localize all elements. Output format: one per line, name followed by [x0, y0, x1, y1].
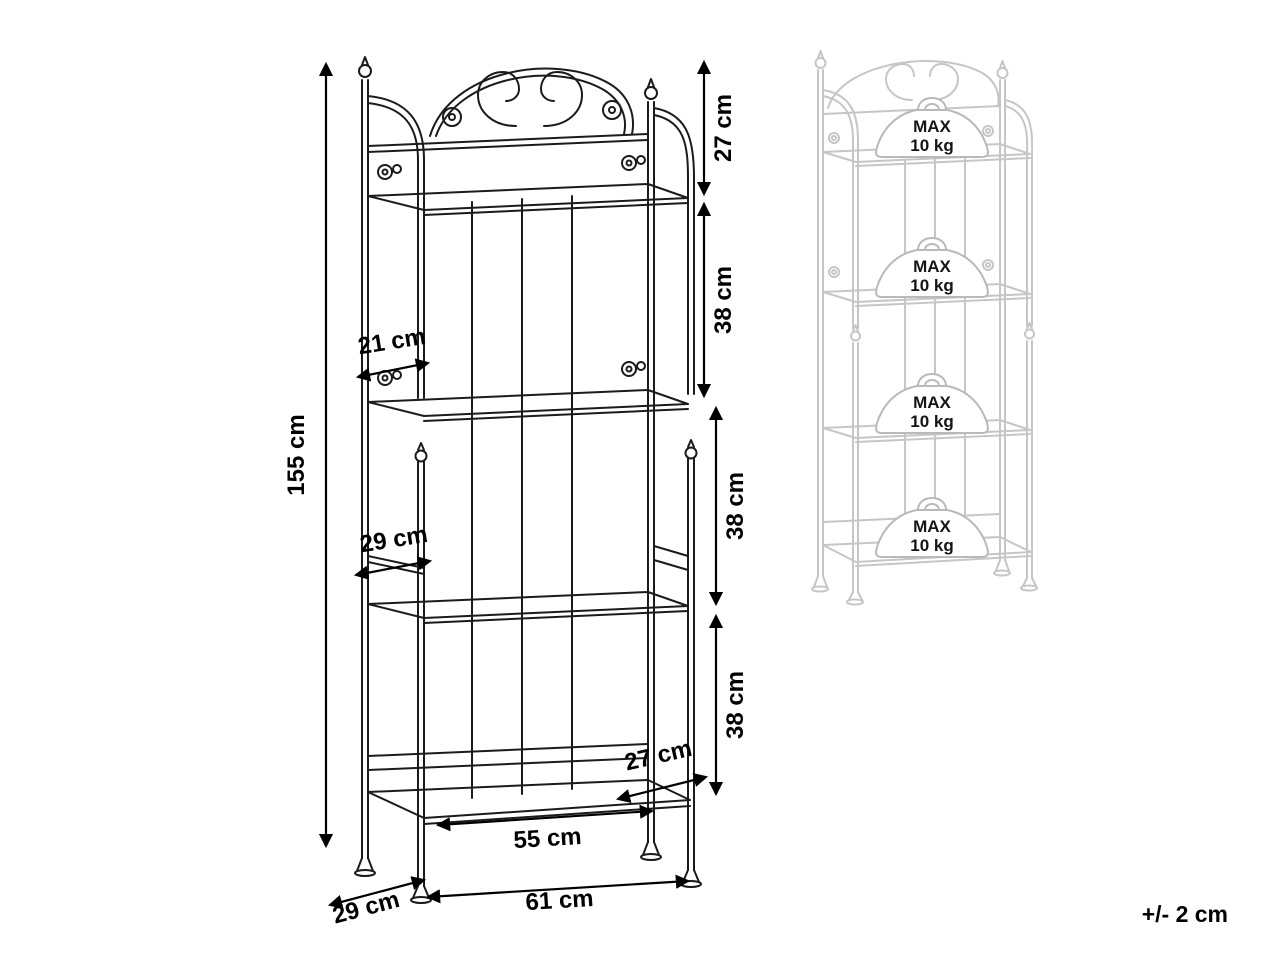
max-load-weight: MAX 10 kg	[875, 497, 989, 558]
dimension-annotations: 155 cm 27 cm 38 cm 38 cm 38 cm 21 cm 29 …	[283, 59, 749, 930]
side-view-faded: MAX 10 kg MAX 10 kg MAX 10 kg MAX 10 kg	[811, 50, 1038, 606]
max-load-label-line2: 10 kg	[910, 536, 953, 555]
rack-shelves	[367, 183, 691, 825]
dimension-label-shelf-gap-3: 38 cm	[722, 671, 749, 739]
max-load-weight: MAX 10 kg	[875, 237, 989, 298]
max-load-weights: MAX 10 kg MAX 10 kg MAX 10 kg MAX 10 kg	[875, 97, 989, 558]
dimension-shelf-gap-1: 38 cm	[696, 201, 737, 399]
max-load-weight: MAX 10 kg	[875, 97, 989, 158]
dimension-label-base-depth: 29 cm	[330, 886, 403, 930]
dimension-total-height: 155 cm	[283, 61, 334, 849]
max-load-label-line1: MAX	[913, 517, 951, 536]
dimension-base-depth: 29 cm	[327, 876, 427, 930]
max-load-label-line2: 10 kg	[910, 276, 953, 295]
front-view-drawing	[354, 56, 702, 904]
rack-back-slats	[471, 195, 573, 799]
max-load-label-line2: 10 kg	[910, 412, 953, 431]
dimension-label-bottom-shelf-depth: 27 cm	[622, 735, 694, 777]
dimension-label-bottom-shelf-width: 55 cm	[513, 823, 583, 854]
dimension-total-width: 61 cm	[425, 874, 691, 916]
max-load-label-line1: MAX	[913, 393, 951, 412]
dimension-label-shelf-gap-2: 38 cm	[722, 472, 749, 540]
max-load-weight: MAX 10 kg	[875, 373, 989, 434]
faded-rack-ornaments	[822, 60, 1001, 278]
rack-ornaments	[367, 67, 649, 386]
dimension-label-total-width: 61 cm	[525, 885, 595, 916]
dimension-label-top-shelf-depth: 21 cm	[356, 323, 427, 360]
max-load-label-line2: 10 kg	[910, 136, 953, 155]
dimension-label-top-section: 27 cm	[710, 94, 737, 162]
dimension-top-section: 27 cm	[696, 59, 737, 197]
faded-rack-slats	[904, 155, 966, 553]
max-load-label-line1: MAX	[913, 117, 951, 136]
dimension-shelf-gap-3: 38 cm	[708, 613, 749, 797]
tolerance-note: +/- 2 cm	[1142, 901, 1228, 927]
dimension-label-shelf-gap-1: 38 cm	[710, 266, 737, 334]
dimension-shelf-gap-2: 38 cm	[708, 405, 749, 607]
dimension-bottom-shelf-width: 55 cm	[435, 804, 655, 854]
dimension-label-total-height: 155 cm	[283, 414, 310, 495]
max-load-label-line1: MAX	[913, 257, 951, 276]
